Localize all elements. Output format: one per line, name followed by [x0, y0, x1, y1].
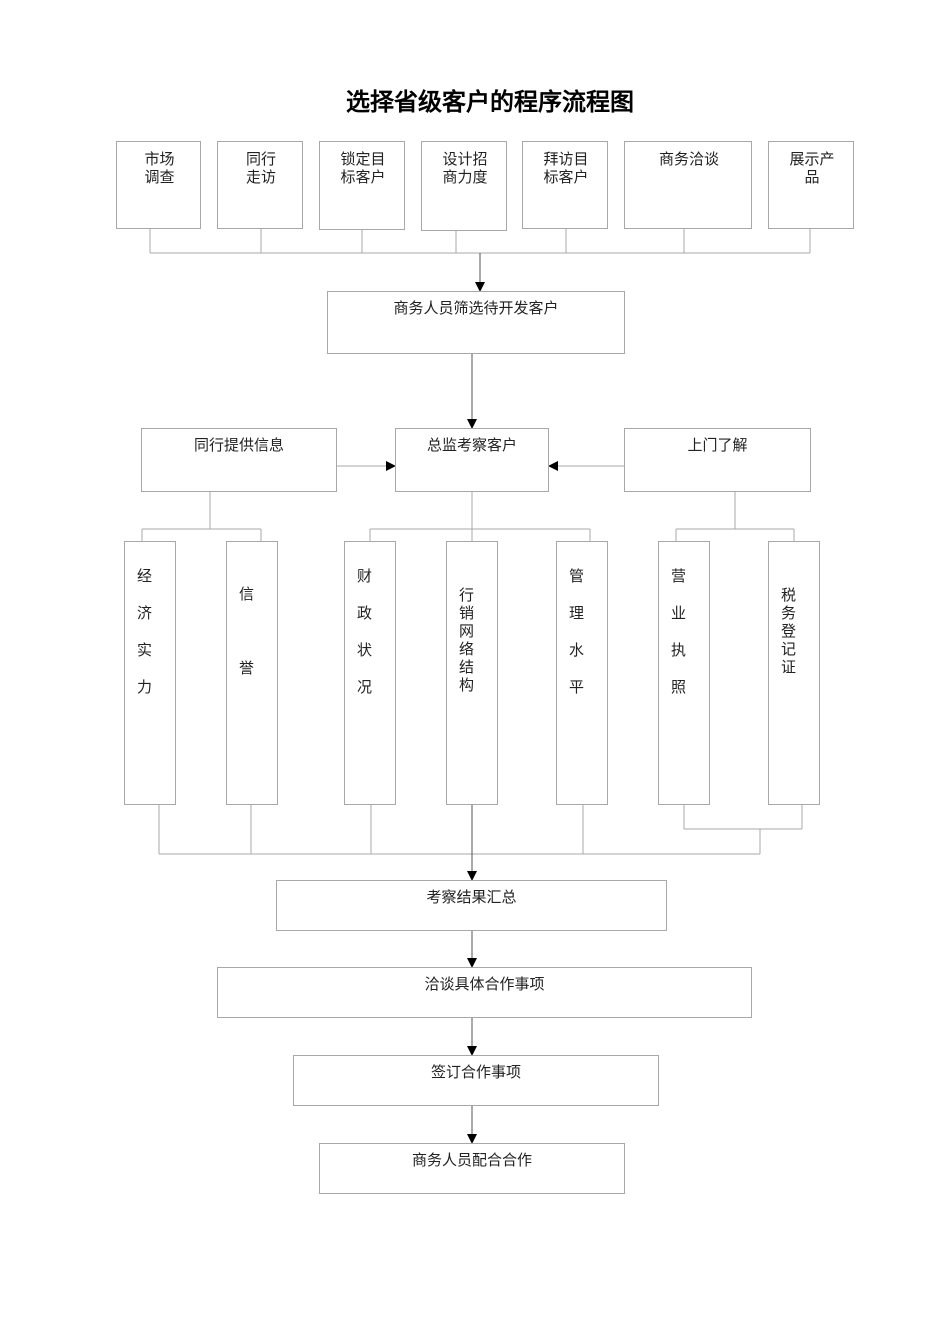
source-box-recruitment-design: 设计招 商力度: [421, 141, 507, 231]
criterion-management-level: 管 理 水 平: [556, 541, 608, 805]
negotiate-details-box: 洽谈具体合作事项: [217, 967, 752, 1018]
source-box-market-survey: 市场 调查: [116, 141, 201, 229]
source-box-peer-visit: 同行 走访: [217, 141, 303, 229]
screening-box: 商务人员筛选待开发客户: [327, 291, 625, 354]
staff-cooperation-box: 商务人员配合合作: [319, 1143, 625, 1194]
criterion-business-license: 营 业 执 照: [658, 541, 710, 805]
source-box-negotiation: 商务洽谈: [624, 141, 752, 229]
source-box-product-show: 展示产 品: [768, 141, 854, 229]
director-review-box: 总监考察客户: [395, 428, 549, 492]
sign-agreement-box: 签订合作事项: [293, 1055, 659, 1106]
peer-info-box: 同行提供信息: [141, 428, 337, 492]
source-box-visit-target: 拜访目 标客户: [522, 141, 608, 229]
source-box-target-customer: 锁定目 标客户: [319, 141, 405, 230]
criterion-economic-strength: 经 济 实 力: [124, 541, 176, 805]
criterion-tax-registration: 税 务 登 记 证: [768, 541, 820, 805]
review-summary-box: 考察结果汇总: [276, 880, 667, 931]
onsite-visit-box: 上门了解: [624, 428, 811, 492]
diagram-title: 选择省级客户的程序流程图: [346, 88, 634, 116]
criterion-financial-status: 财 政 状 况: [344, 541, 396, 805]
criterion-sales-network: 行 销 网 络 结 构: [446, 541, 498, 805]
criterion-reputation: 信 誉: [226, 541, 278, 805]
